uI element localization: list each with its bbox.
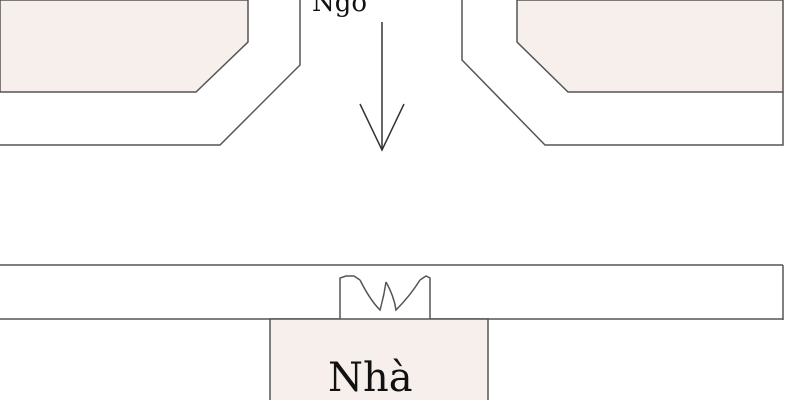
gate-doors [359,275,783,320]
gate-left-leaf [359,279,387,312]
left-sidewalk-edge [0,0,301,146]
gate-right-leaf [385,279,421,312]
alley-arrow [359,22,405,152]
street-lower-edge [0,275,361,320]
gate-right-post [419,275,783,320]
top-right-block [516,0,784,93]
arrow-head [359,103,405,152]
alley-label: Ngõ [312,0,368,18]
house-block [269,318,489,400]
right-sidewalk-edge [461,0,784,146]
house-label: Nhà [328,355,413,401]
top-left-block [0,0,249,93]
